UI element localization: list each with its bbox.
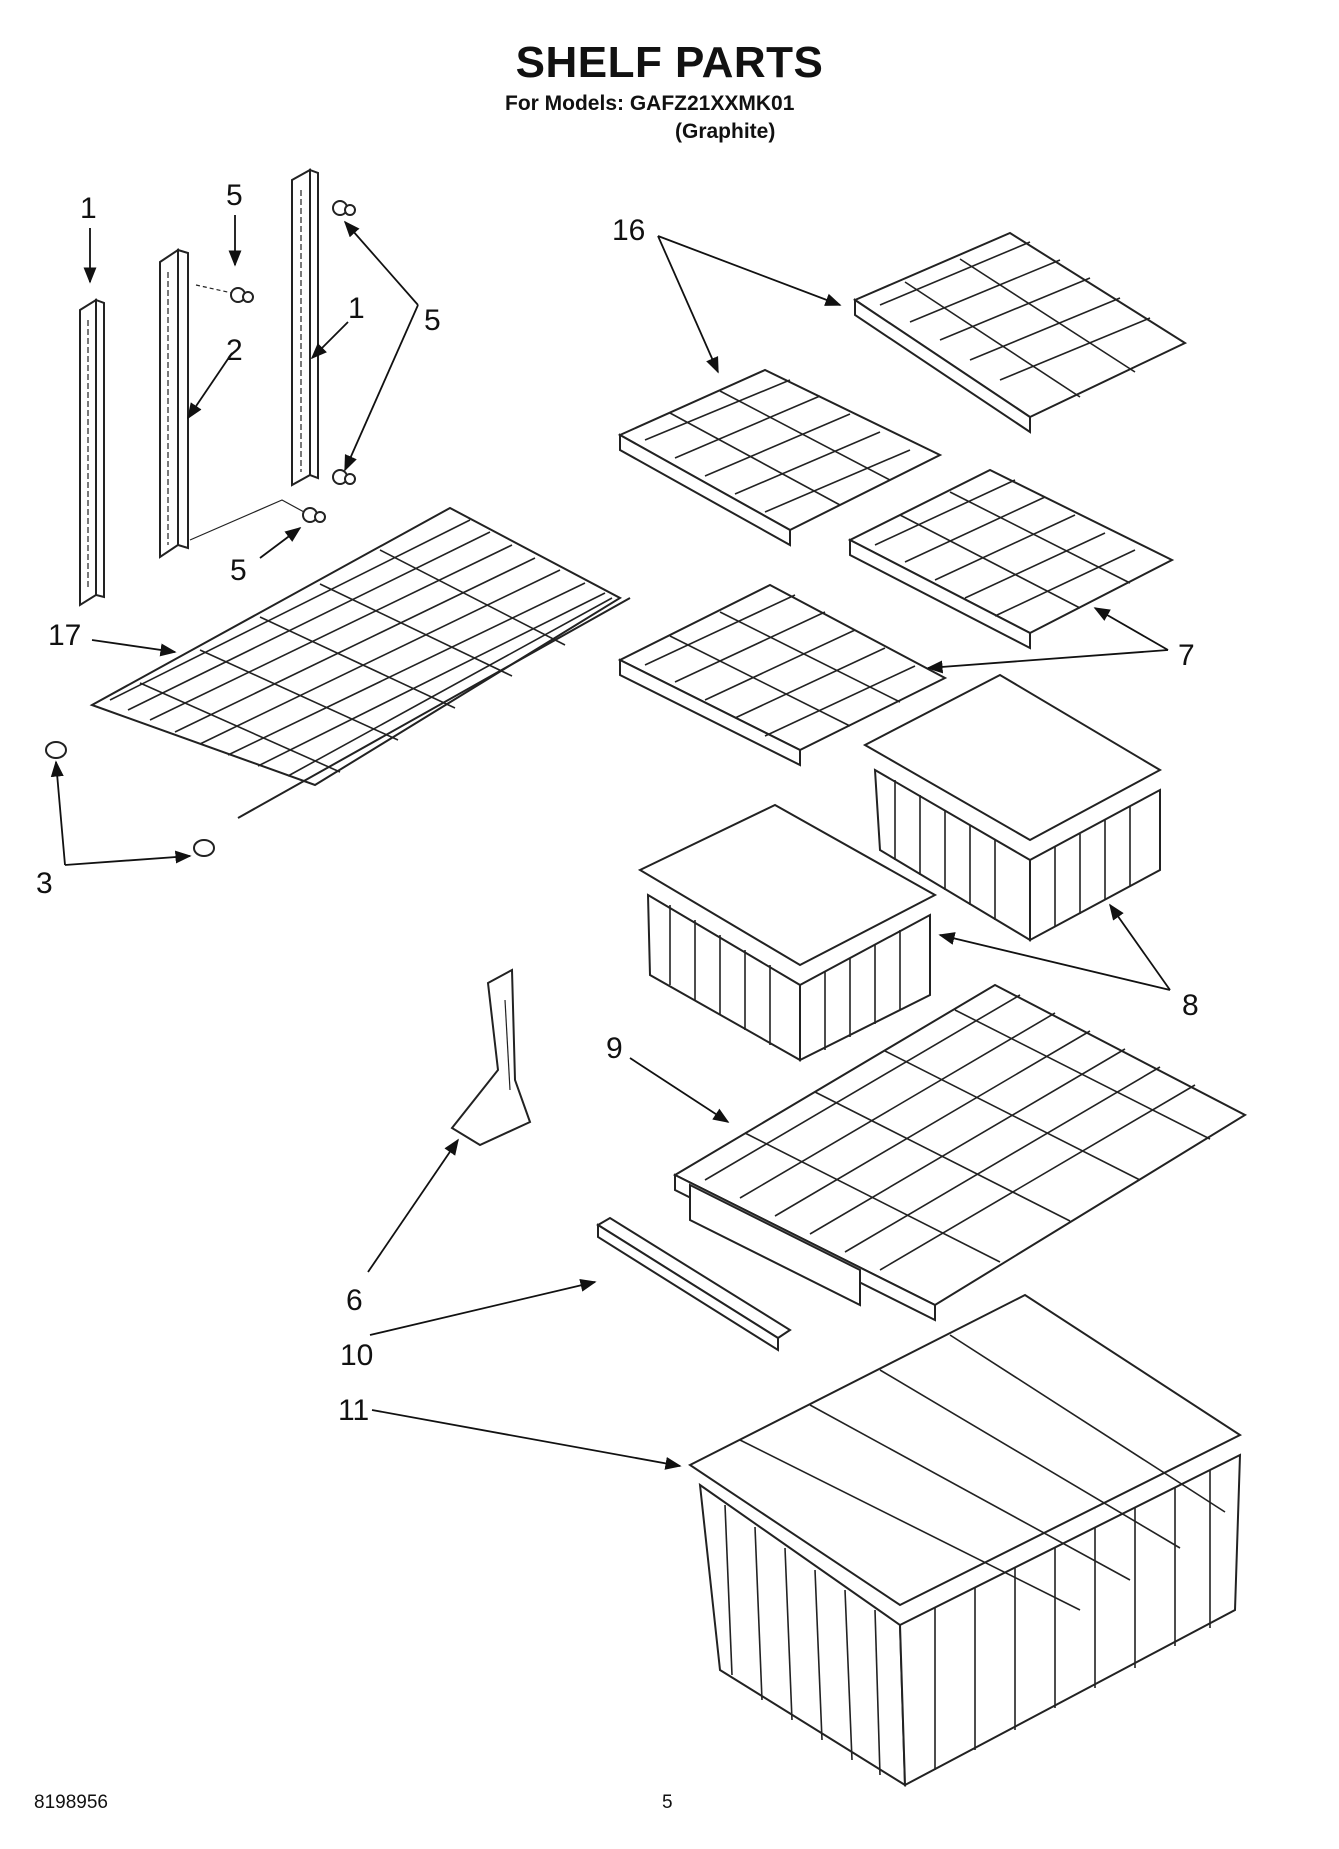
callout-10: 10: [340, 1339, 373, 1372]
shelf-bracket-6: [450, 968, 532, 1147]
shelf-16-lower: [617, 368, 943, 547]
shelf-16-upper: [852, 231, 1188, 434]
color-variant: (Graphite): [675, 120, 776, 143]
basket-8-left: [637, 803, 938, 1062]
callout-6: 6: [346, 1284, 363, 1317]
callout-2: 2: [226, 334, 243, 367]
callout-16: 16: [612, 214, 645, 247]
callout-7: 7: [1178, 639, 1195, 672]
shelf-standard-left: [79, 298, 105, 607]
screw-part: [189, 200, 356, 541]
page-title: SHELF PARTS: [515, 38, 824, 87]
callout-1-left: 1: [80, 192, 97, 225]
slide-rail-10: [596, 1216, 792, 1352]
callout-1-right: 1: [348, 292, 365, 325]
page-number: 5: [662, 1792, 673, 1813]
shelf-standard-center: [159, 248, 189, 559]
models-line: For Models: GAFZ21XXMK01: [505, 92, 795, 115]
shelf-7-lower: [617, 583, 948, 767]
callout-5-right: 5: [424, 304, 441, 337]
shelf-7-upper: [847, 468, 1175, 650]
callout-8: 8: [1182, 989, 1199, 1022]
callout-9: 9: [606, 1032, 623, 1065]
callout-5-bottom: 5: [230, 554, 247, 587]
callout-11: 11: [338, 1394, 369, 1427]
shelf-standard-right: [291, 168, 319, 487]
basket-8-right: [862, 673, 1163, 942]
wire-shelf-17: [89, 506, 631, 819]
callout-5-top: 5: [226, 179, 243, 212]
callout-3: 3: [36, 867, 53, 900]
leader-lines: [50, 215, 1171, 1470]
freezer-basket-11: [688, 1293, 1243, 1787]
callout-17: 17: [48, 619, 81, 652]
shelf-clip-3: [45, 741, 215, 857]
document-number: 8198956: [34, 1792, 108, 1813]
wire-shelf-9: [672, 983, 1248, 1322]
